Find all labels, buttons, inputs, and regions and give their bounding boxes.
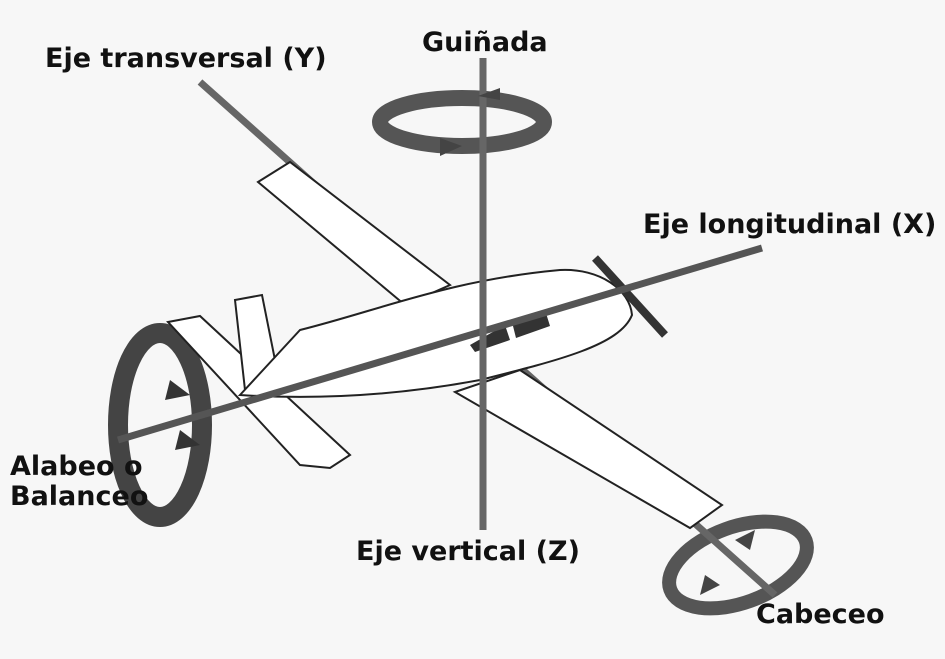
yaw-arrow-icon [478,88,500,100]
pitch-rotation-ring [662,514,814,616]
propeller [592,255,668,338]
transverse-axis-label: Eje transversal (Y) [45,43,327,74]
roll-rotation-ring [108,323,212,527]
left-wing [256,160,452,307]
yaw-arrow-icon [440,138,462,156]
roll-arrow-icon [175,430,200,450]
longitudinal-axis-line [117,244,763,444]
roll-arrow-icon [165,380,190,400]
longitudinal-axis-label: Eje longitudinal (X) [643,209,937,240]
vertical-axis-label: Eje vertical (Z) [356,536,580,567]
pitch-arrow-icon [735,530,755,550]
pitch-arrow-icon [700,575,720,595]
right-wing [452,368,724,530]
roll-label-line2: Balanceo [10,481,149,512]
pitch-label: Cabeceo [756,599,885,630]
yaw-label: Guiñada [422,27,548,58]
fuselage [237,268,634,398]
yaw-rotation-ring [372,90,552,154]
roll-label-line1: Alabeo o [10,451,143,482]
